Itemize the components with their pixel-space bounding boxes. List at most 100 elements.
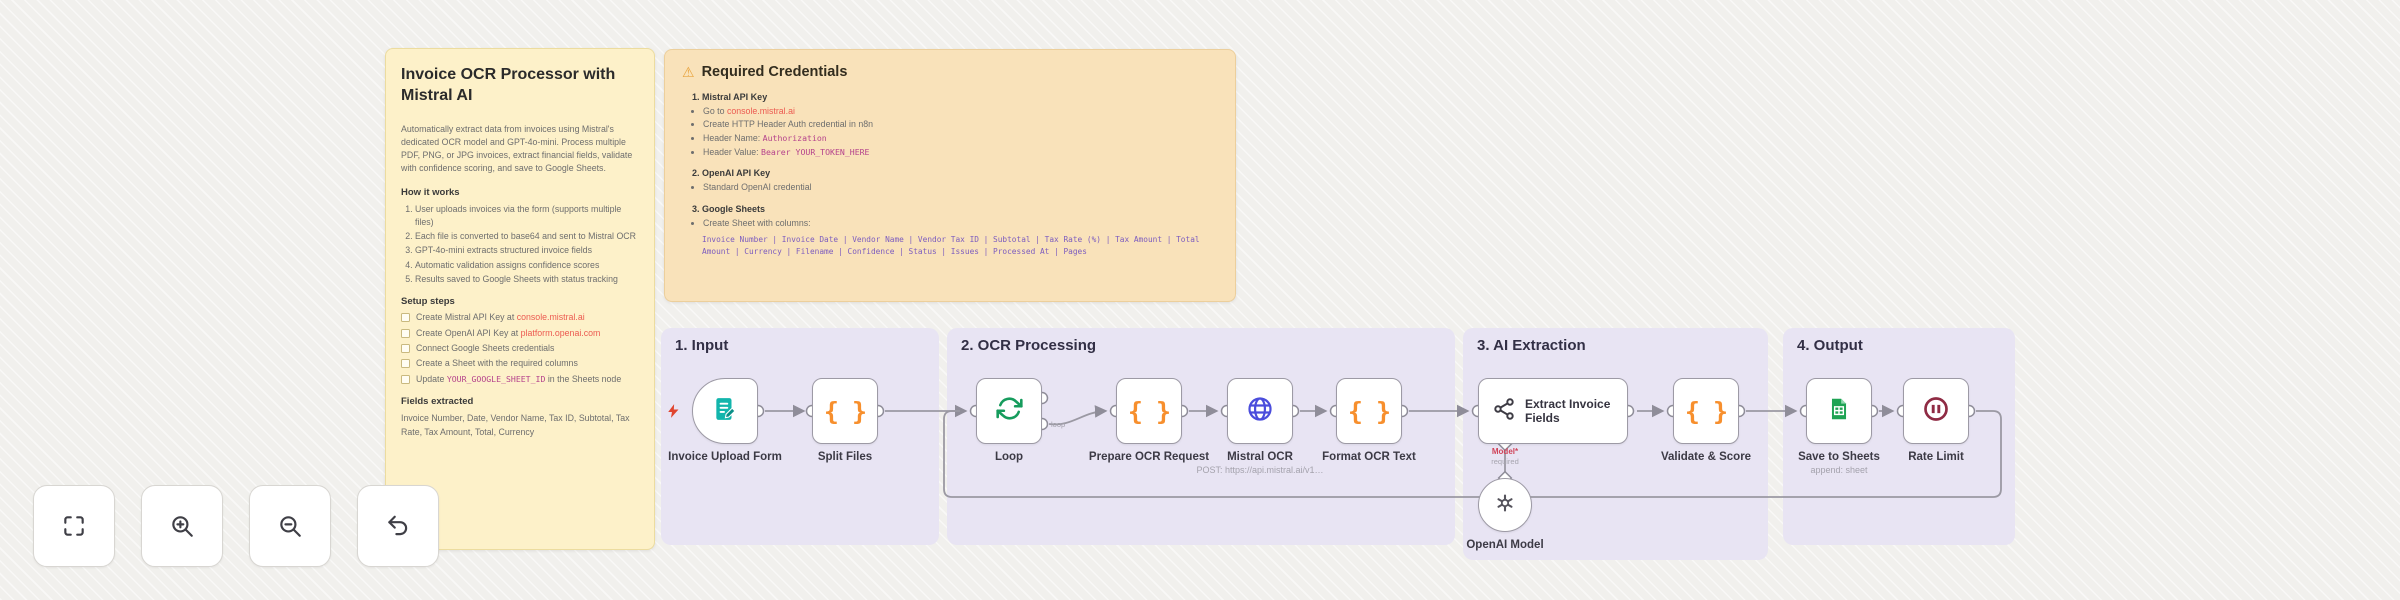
- setup-step-item: Update YOUR_GOOGLE_SHEET_ID in the Sheet…: [401, 374, 639, 385]
- node-label: Split Files: [817, 451, 873, 463]
- node-label: Format OCR Text: [1322, 451, 1416, 463]
- openai-icon: [1493, 491, 1517, 520]
- node-prepare-ocr-request[interactable]: { } Prepare OCR Request: [1069, 378, 1229, 463]
- checkbox[interactable]: [401, 374, 410, 384]
- save-to-sheets-body[interactable]: [1806, 378, 1872, 444]
- node-extract-invoice-fields[interactable]: Extract Invoice Fields: [1468, 378, 1638, 444]
- node-validate-score[interactable]: { } Validate & Score: [1626, 378, 1786, 463]
- code-braces-icon: { }: [1347, 396, 1391, 426]
- sheet-id-code: YOUR_GOOGLE_SHEET_ID: [446, 373, 546, 384]
- node-loop[interactable]: Loop: [929, 378, 1089, 463]
- zoom-out-button[interactable]: [249, 485, 331, 567]
- node-label: Save to Sheets: [1798, 451, 1880, 463]
- node-label: Validate & Score: [1660, 451, 1752, 463]
- fields-extracted-text: Invoice Number, Date, Vendor Name, Tax I…: [401, 413, 630, 437]
- header-name-code: Authorization: [762, 133, 827, 144]
- section-ai-title: 3. AI Extraction: [1477, 337, 1586, 354]
- credentials-sticky-note[interactable]: ⚠ Required Credentials 1. Mistral API Ke…: [664, 49, 1236, 302]
- zoom-in-icon: [172, 516, 193, 537]
- checkbox[interactable]: [401, 313, 410, 323]
- setup-steps-heading: Setup steps: [401, 296, 455, 308]
- rate-limit-body[interactable]: [1903, 378, 1969, 444]
- prepare-ocr-request-body[interactable]: { }: [1116, 378, 1182, 444]
- node-label: Prepare OCR Request: [1088, 451, 1210, 463]
- format-ocr-text-body[interactable]: { }: [1336, 378, 1402, 444]
- how-step: User uploads invoices via the form (supp…: [415, 203, 639, 228]
- share-branch-icon: [1492, 397, 1516, 426]
- node-split-files[interactable]: { } Split Files: [765, 378, 925, 463]
- section-output-title: 4. Output: [1797, 337, 1863, 354]
- node-subtitle: POST: https://api.mistral.ai/v1…: [1196, 465, 1324, 475]
- how-step: Results saved to Google Sheets with stat…: [415, 273, 639, 285]
- how-step: GPT-4o-mini extracts structured invoice …: [415, 244, 639, 256]
- mistral-console-link[interactable]: console.mistral.ai: [726, 105, 795, 116]
- google-sheets-list: Create Sheet with columns:: [682, 217, 1218, 231]
- node-label: Loop: [994, 451, 1024, 463]
- undo-icon: [388, 515, 408, 536]
- extract-invoice-fields-body[interactable]: Extract Invoice Fields: [1478, 378, 1628, 444]
- how-step: Each file is converted to base64 and sen…: [415, 230, 639, 242]
- note-title: Invoice OCR Processor with Mistral AI: [401, 66, 616, 104]
- trigger-bolt-icon: [666, 402, 681, 425]
- checkbox[interactable]: [401, 328, 410, 338]
- warning-icon: ⚠: [682, 63, 695, 80]
- mistral-key-heading: 1. Mistral API Key: [692, 91, 768, 102]
- setup-step-item: Create Mistral API Key at console.mistra…: [401, 312, 639, 323]
- how-it-works-heading: How it works: [401, 187, 460, 199]
- validate-score-body[interactable]: { }: [1673, 378, 1739, 444]
- note-description: Automatically extract data from invoices…: [401, 123, 633, 174]
- section-ocr-title: 2. OCR Processing: [961, 337, 1097, 354]
- mistral-key-list: Go to console.mistral.ai Create HTTP Hea…: [682, 105, 1218, 160]
- split-files-body[interactable]: { }: [812, 378, 878, 444]
- overview-sticky-note[interactable]: Invoice OCR Processor with Mistral AI Au…: [385, 48, 655, 550]
- setup-step-item: Connect Google Sheets credentials: [401, 343, 639, 354]
- google-sheets-heading: 3. Google Sheets: [692, 203, 766, 214]
- header-value-code: Bearer YOUR_TOKEN_HERE: [761, 146, 870, 157]
- checkbox[interactable]: [401, 344, 410, 354]
- code-braces-icon: { }: [1127, 396, 1171, 426]
- loop-refresh-icon: [995, 395, 1023, 427]
- invoice-upload-form-body[interactable]: [692, 378, 758, 444]
- zoom-out-icon: [280, 516, 301, 537]
- node-inner-label: Extract Invoice Fields: [1525, 396, 1611, 425]
- node-openai-model[interactable]: OpenAI Model: [1425, 478, 1585, 551]
- node-label: OpenAI Model: [1466, 539, 1544, 551]
- code-braces-icon: { }: [1684, 396, 1728, 426]
- setup-step-item: Create a Sheet with the required columns: [401, 358, 639, 369]
- loop-output-label: loop: [1051, 420, 1066, 429]
- openai-key-list: Standard OpenAI credential: [682, 181, 1218, 195]
- node-label: Rate Limit: [1908, 451, 1964, 463]
- code-braces-icon: { }: [823, 396, 867, 426]
- fields-extracted-heading: Fields extracted: [401, 396, 474, 408]
- node-rate-limit[interactable]: Rate Limit: [1856, 378, 2016, 463]
- section-input-title: 1. Input: [675, 337, 729, 354]
- pause-circle-icon: [1922, 395, 1950, 428]
- node-format-ocr-text[interactable]: { } Format OCR Text: [1289, 378, 1449, 463]
- credentials-title: Required Credentials: [701, 64, 848, 80]
- node-save-to-sheets[interactable]: Save to Sheets append: sheet: [1759, 378, 1919, 475]
- fit-view-button[interactable]: [33, 485, 115, 567]
- node-label: Mistral OCR: [1227, 451, 1293, 463]
- how-step: Automatic validation assigns confidence …: [415, 259, 639, 271]
- node-mistral-ocr[interactable]: Mistral OCR POST: https://api.mistral.ai…: [1180, 378, 1340, 475]
- how-it-works-list: User uploads invoices via the form (supp…: [401, 203, 639, 285]
- mistral-console-link[interactable]: console.mistral.ai: [516, 312, 585, 323]
- setup-step-item: Create OpenAI API Key at platform.openai…: [401, 328, 639, 339]
- sheet-columns-code: Invoice Number | Invoice Date | Vendor N…: [702, 234, 1200, 256]
- openai-model-body[interactable]: [1478, 478, 1532, 532]
- undo-reset-button[interactable]: [357, 485, 439, 567]
- loop-body[interactable]: [976, 378, 1042, 444]
- openai-key-heading: 2. OpenAI API Key: [692, 168, 771, 179]
- zoom-in-button[interactable]: [141, 485, 223, 567]
- fit-view-icon: [64, 516, 84, 536]
- node-subtitle: append: sheet: [1810, 465, 1868, 475]
- form-icon: [712, 396, 738, 427]
- checkbox[interactable]: [401, 359, 410, 369]
- openai-platform-link[interactable]: platform.openai.com: [520, 327, 601, 338]
- model-port-label: Model* required: [1491, 447, 1519, 466]
- globe-icon: [1246, 395, 1274, 428]
- node-invoice-upload-form[interactable]: Invoice Upload Form: [645, 378, 805, 463]
- node-label: Invoice Upload Form: [668, 451, 782, 463]
- mistral-ocr-body[interactable]: [1227, 378, 1293, 444]
